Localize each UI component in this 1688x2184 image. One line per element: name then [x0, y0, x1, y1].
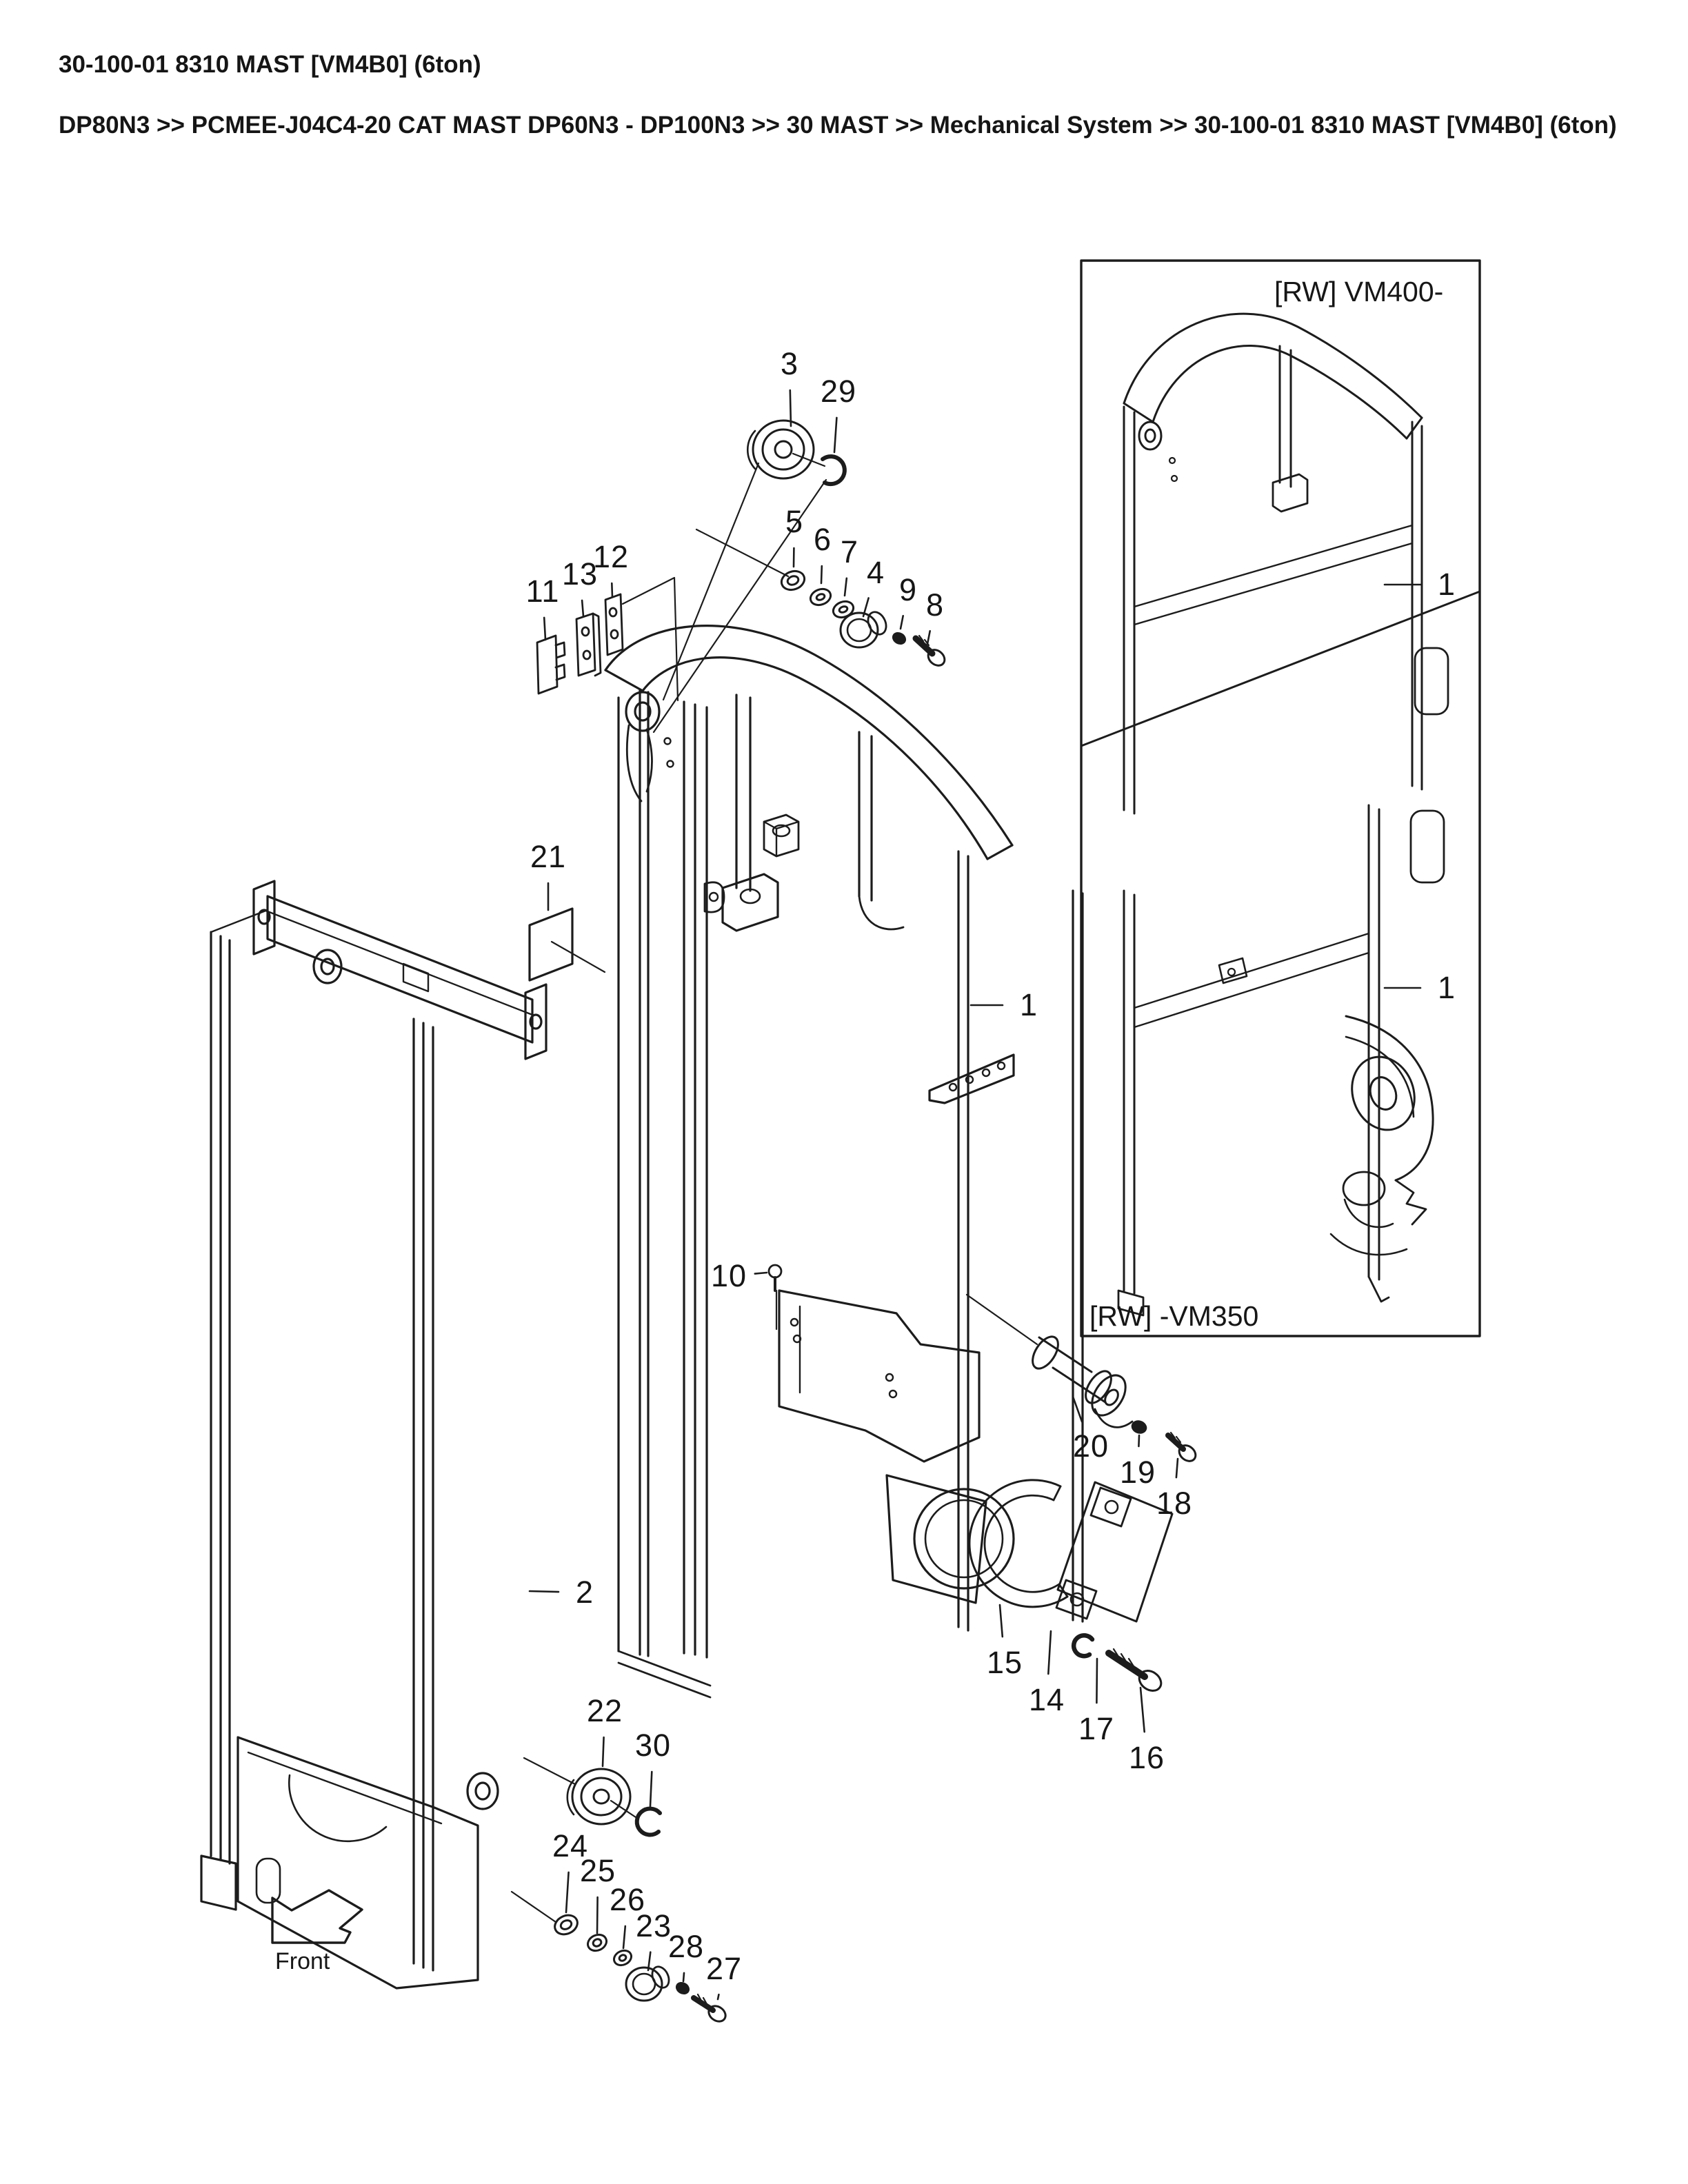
leader-line-23	[647, 1951, 652, 1972]
leader-line-3	[789, 389, 792, 427]
leader-line-26	[622, 1925, 627, 1950]
callout-29: 29	[820, 374, 857, 409]
leader-line-2	[528, 1590, 560, 1593]
callout-2: 2	[575, 1575, 594, 1610]
exploded-parts-bottom	[510, 1757, 727, 2023]
callout-30: 30	[634, 1728, 672, 1763]
callout-5: 5	[785, 504, 804, 539]
exploded-parts-right	[965, 1293, 1197, 1692]
callout-14: 14	[1028, 1682, 1065, 1717]
front-arrow-icon	[271, 1889, 363, 1944]
leader-line-18	[1175, 1457, 1179, 1479]
callout-11: 11	[525, 574, 560, 609]
callout-10: 10	[710, 1258, 747, 1293]
leader-line-25	[596, 1896, 599, 1934]
leader-line-4	[862, 597, 870, 618]
callout-1: 1	[1019, 987, 1038, 1022]
leader-line-20	[1072, 1395, 1083, 1423]
leader-lines	[528, 389, 1422, 2001]
leader-line-16	[1139, 1686, 1145, 1733]
shim-parts	[528, 576, 679, 982]
callout-7: 7	[840, 534, 859, 569]
leader-line-22	[601, 1736, 605, 1768]
callout-6: 6	[813, 522, 832, 557]
leader-line-28	[682, 1972, 685, 1983]
callout-27: 27	[705, 1951, 743, 1986]
leader-line-9	[899, 614, 904, 630]
callout-28: 28	[667, 1929, 705, 1964]
leader-line-11	[543, 616, 547, 641]
front-label: Front	[275, 1948, 330, 1974]
leader-line-15	[998, 1604, 1004, 1638]
callout-25: 25	[579, 1853, 616, 1888]
inset-label-vm350: [RW] -VM350	[1089, 1300, 1259, 1332]
page-title: 30-100-01 8310 MAST [VM4B0] (6ton)	[59, 51, 481, 78]
leader-line-10	[754, 1271, 768, 1275]
leader-line-29	[833, 416, 838, 454]
breadcrumb: DP80N3 >> PCMEE-J04C4-20 CAT MAST DP60N3…	[59, 112, 1617, 139]
exploded-parts-top	[746, 419, 946, 667]
leader-line-24	[565, 1871, 570, 1914]
leader-line-13	[581, 599, 585, 618]
leader-line-6	[820, 565, 823, 585]
callout-8: 8	[925, 587, 945, 623]
callout-18: 18	[1156, 1486, 1193, 1521]
leader-line-17	[1096, 1657, 1098, 1704]
leader-line-27	[716, 1993, 720, 2001]
leader-line-14	[1047, 1630, 1052, 1675]
callout-19: 19	[1119, 1455, 1156, 1490]
callout-16: 16	[1128, 1740, 1165, 1775]
callout-3: 3	[780, 346, 799, 381]
callout-1: 1	[1437, 970, 1456, 1005]
callout-13: 13	[561, 556, 599, 592]
callout-22: 22	[586, 1693, 623, 1728]
leader-line-19	[1138, 1434, 1141, 1448]
callout-17: 17	[1078, 1711, 1115, 1746]
callout-21: 21	[530, 839, 567, 874]
callout-9: 9	[898, 572, 918, 607]
callout-15: 15	[986, 1645, 1023, 1680]
callout-1: 1	[1437, 567, 1456, 602]
callout-20: 20	[1072, 1428, 1109, 1464]
leader-line-7	[843, 577, 848, 597]
inset-box	[1080, 259, 1481, 1337]
inset-label-vm400: [RW] VM400-	[1274, 276, 1444, 307]
witness-lines	[652, 462, 827, 734]
center-mast	[604, 625, 1084, 1699]
callout-23: 23	[635, 1908, 672, 1943]
left-mast	[200, 880, 547, 1990]
leader-line-8	[926, 629, 931, 645]
callout-4: 4	[866, 555, 885, 590]
leader-line-30	[649, 1770, 653, 1808]
callout-12: 12	[592, 539, 630, 574]
callout-24: 24	[552, 1828, 589, 1863]
callout-26: 26	[609, 1882, 646, 1917]
